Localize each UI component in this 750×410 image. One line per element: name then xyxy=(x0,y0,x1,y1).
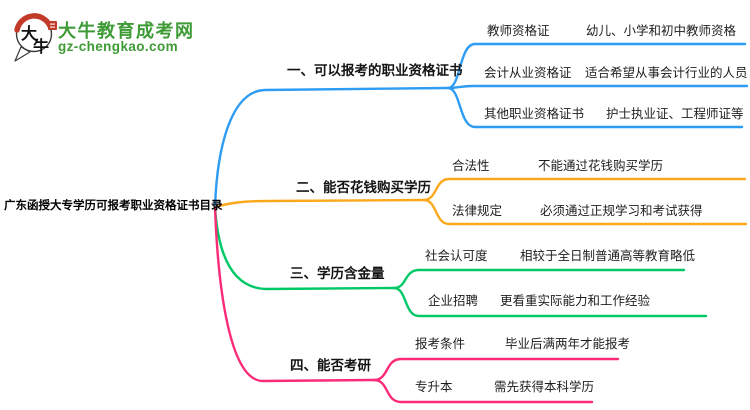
logo-bubble-icon: 大 牛 xyxy=(14,13,57,62)
branch-4-child-2-curve xyxy=(372,378,594,404)
branch-4-child-1-curve xyxy=(372,357,620,382)
branch-4-child-1-label: 报考条件 xyxy=(415,337,466,351)
site-url: gz-chengkao.com xyxy=(58,39,179,54)
branch-3-child-1-label: 社会认可度 xyxy=(425,249,488,263)
branch-4-child-2-detail: 需先获得本科学历 xyxy=(494,380,595,394)
site-name: 大牛教育成考网 xyxy=(58,21,195,41)
branch-3-child-1-curve xyxy=(392,268,686,290)
branch-4-child-1-detail: 毕业后满两年才能报考 xyxy=(505,337,631,351)
branch-4-curve xyxy=(213,205,376,383)
branch-2-child-2-curve xyxy=(422,198,748,226)
branch-1-child-2-curve xyxy=(446,84,749,90)
branch-4-child-2-label: 专升本 xyxy=(415,380,453,394)
branch-1-label: 一、可以报考的职业资格证书 xyxy=(287,63,463,78)
branch-2-child-2-label: 法律规定 xyxy=(452,204,503,218)
branch-3-child-1-detail: 相较于全日制普通高等教育略低 xyxy=(520,249,696,263)
branch-3-child-2-label: 企业招聘 xyxy=(428,294,479,308)
branch-1-child-1-label: 教师资格证 xyxy=(487,24,550,38)
branch-1-child-3-curve xyxy=(446,86,744,129)
branch-1-child-3-detail: 护士执业证、工程师证等 xyxy=(606,107,744,121)
branch-3-label: 三、学历含金量 xyxy=(290,266,385,281)
branch-3-child-2-curve xyxy=(392,286,708,318)
branch-2-child-1-detail: 不能通过花钱购买学历 xyxy=(538,159,664,173)
branch-1-curve xyxy=(213,86,450,209)
branch-2-label: 二、能否花钱购买学历 xyxy=(296,180,431,195)
branch-1-child-1-curve xyxy=(446,42,747,90)
mindmap-root-node: 广东函授大专学历可报考职业资格证书目录 xyxy=(4,200,223,212)
branch-1-child-2-detail: 适合希望从事会计行业的人员 xyxy=(585,66,748,80)
logo-seal-icon xyxy=(48,21,57,30)
branch-4-label: 四、能否考研 xyxy=(290,358,371,373)
branch-1-child-3-label: 其他职业资格证书 xyxy=(484,107,585,121)
branch-3-child-2-detail: 更看重实际能力和工作经验 xyxy=(500,294,651,308)
branch-2-curve xyxy=(213,198,426,209)
branch-2-child-1-curve xyxy=(422,177,747,202)
branch-1-child-2-label: 会计从业资格证 xyxy=(484,66,572,80)
branch-1-child-1-detail: 幼儿、小学和初中教师资格 xyxy=(586,24,737,38)
branch-2-child-1-label: 合法性 xyxy=(452,159,490,173)
logo-mark-char-bottom: 牛 xyxy=(33,37,49,56)
branch-2-child-2-detail: 必须通过正规学习和考试获得 xyxy=(540,204,703,218)
logo-mark-char-top: 大 xyxy=(21,24,37,43)
